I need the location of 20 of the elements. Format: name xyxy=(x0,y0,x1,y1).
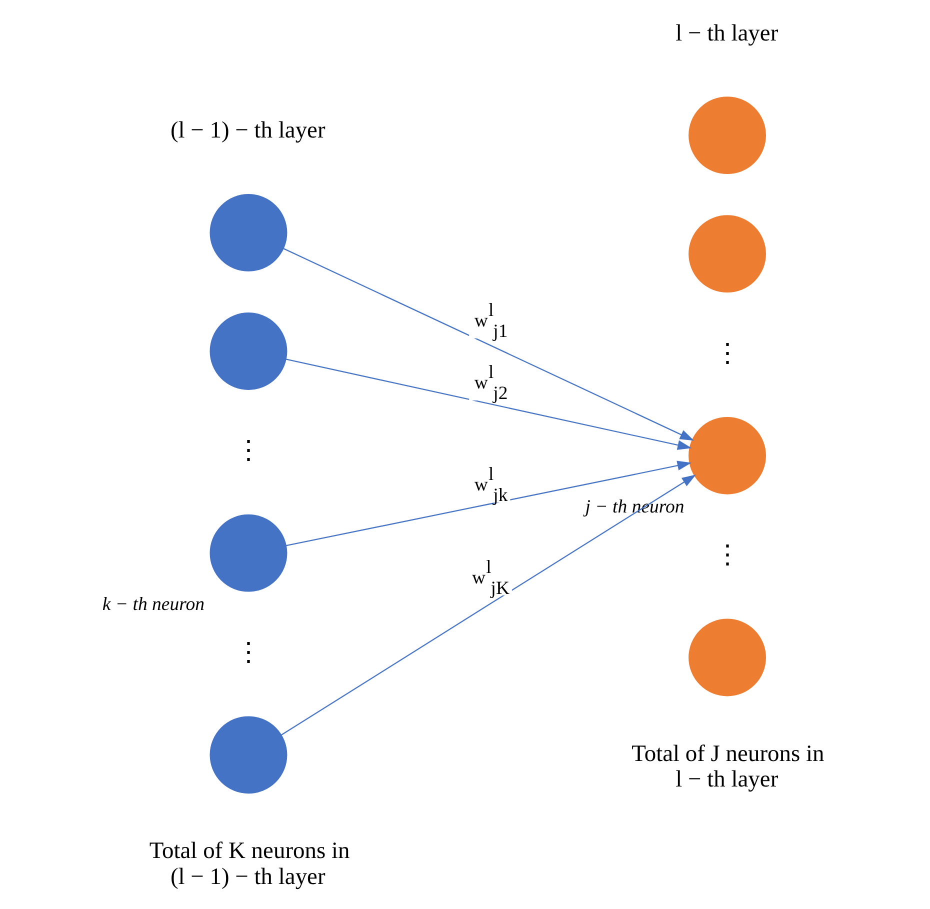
node-circle xyxy=(688,618,766,696)
arrow xyxy=(280,474,696,736)
node-circle xyxy=(688,416,766,494)
node-circle xyxy=(210,312,288,390)
label: Total of K neurons in (l − 1) − th layer xyxy=(149,838,350,890)
node-circle xyxy=(688,96,766,174)
node-circle xyxy=(210,716,288,794)
node-circle xyxy=(688,215,766,293)
label: Total of J neurons in l − th layer xyxy=(632,740,824,793)
arrow xyxy=(286,358,692,450)
arrow xyxy=(283,248,694,441)
node-circle xyxy=(210,194,288,272)
label: ⋮ xyxy=(714,338,740,368)
node-label: k − th neuron xyxy=(102,594,205,615)
label: ⋮ xyxy=(236,436,262,465)
node-circle xyxy=(210,514,288,592)
label: ⋮ xyxy=(714,540,740,570)
label: (l − 1) − th layer xyxy=(170,118,326,144)
label: ⋮ xyxy=(236,638,262,667)
label: l − th layer xyxy=(676,20,778,46)
